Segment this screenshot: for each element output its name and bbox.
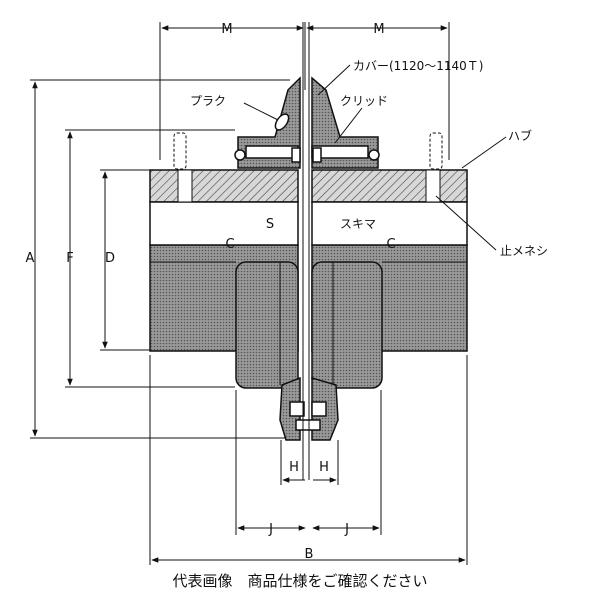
label-m-left: M <box>221 22 232 37</box>
bottom-cover <box>279 376 339 441</box>
label-s: S <box>266 217 274 232</box>
dimension-labels: M M カバー(1120～1140Ｔ) プラク クリッド ハブ S スキマ C … <box>26 22 548 562</box>
hub-flanges <box>149 169 468 246</box>
label-d: D <box>105 251 115 266</box>
right-hub-flange <box>311 169 468 203</box>
lower-hub-bodies <box>149 244 468 389</box>
left-hub-flange <box>149 169 299 203</box>
label-h-right: H <box>319 460 329 475</box>
leader-lines <box>243 64 507 251</box>
label-c-right: C <box>386 237 395 252</box>
label-h-left: H <box>289 460 299 475</box>
left-set-screw-hole <box>177 169 193 203</box>
center-gap-lines <box>302 22 310 480</box>
caption-representative-image: 代表画像 商品仕様をご確認ください <box>172 572 428 590</box>
label-j-right: J <box>344 522 349 537</box>
label-set-screw: 止メネシ <box>500 244 548 258</box>
top-cover <box>234 76 380 169</box>
label-cover: カバー(1120～1140Ｔ) <box>353 59 483 73</box>
label-grid: クリッド <box>340 94 388 108</box>
label-f: F <box>66 251 73 266</box>
label-a: A <box>26 251 35 266</box>
extension-lines <box>30 22 468 565</box>
plug-element <box>274 113 290 131</box>
label-b: B <box>305 547 314 562</box>
right-set-screw-hole <box>425 169 441 203</box>
label-gap: スキマ <box>340 217 376 231</box>
label-j-left: J <box>268 522 273 537</box>
set-screw-dashed <box>173 132 443 170</box>
label-c-left: C <box>225 237 234 252</box>
left-cover-lower <box>235 261 299 389</box>
label-plug: プラク <box>190 94 226 108</box>
label-m-right: M <box>373 22 384 37</box>
right-cover-lower <box>311 261 383 389</box>
label-hub: ハブ <box>508 128 532 143</box>
